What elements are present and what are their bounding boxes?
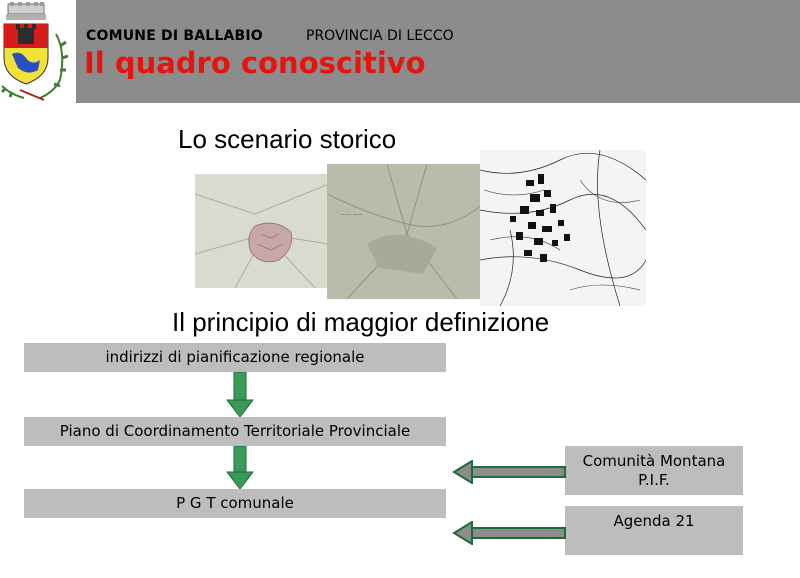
comune-label: COMUNE DI BALLABIO [86,28,263,44]
page-title: Il quadro conoscitivo [84,46,426,80]
comunita-montana-label: Comunità Montana [582,452,726,470]
pif-label: P.I.F. [638,471,670,489]
coat-of-arms-icon [0,2,69,101]
provincia-label: PROVINCIA DI LECCO [306,28,454,44]
arrow-left-icon [452,521,566,545]
provincial-plan-label: Piano di Coordinamento Territoriale Prov… [59,422,411,440]
historic-map-3 [480,150,646,306]
section-heading-definition: Il principio di maggior definizione [172,307,550,337]
regional-planning-box: indirizzi di pianificazione regionale [24,343,446,372]
pgt-label: P G T comunale [176,494,294,512]
arrow-down-icon [226,372,254,418]
provincial-plan-box: Piano di Coordinamento Territoriale Prov… [24,417,446,446]
regional-planning-label: indirizzi di pianificazione regionale [105,348,365,366]
comunita-montana-box: Comunità Montana P.I.F. [565,446,743,495]
arrow-down-icon [226,446,254,490]
header-bar [76,0,800,103]
pgt-box: P G T comunale [24,489,446,518]
arrow-left-icon [452,460,566,484]
agenda21-label: Agenda 21 [613,512,695,530]
svg-text:—— ——: —— —— [341,212,363,218]
historic-map-1 [195,174,329,288]
agenda21-box: Agenda 21 [565,506,743,555]
section-heading-historic: Lo scenario storico [178,124,397,154]
historic-map-2: —— —— [327,164,483,299]
